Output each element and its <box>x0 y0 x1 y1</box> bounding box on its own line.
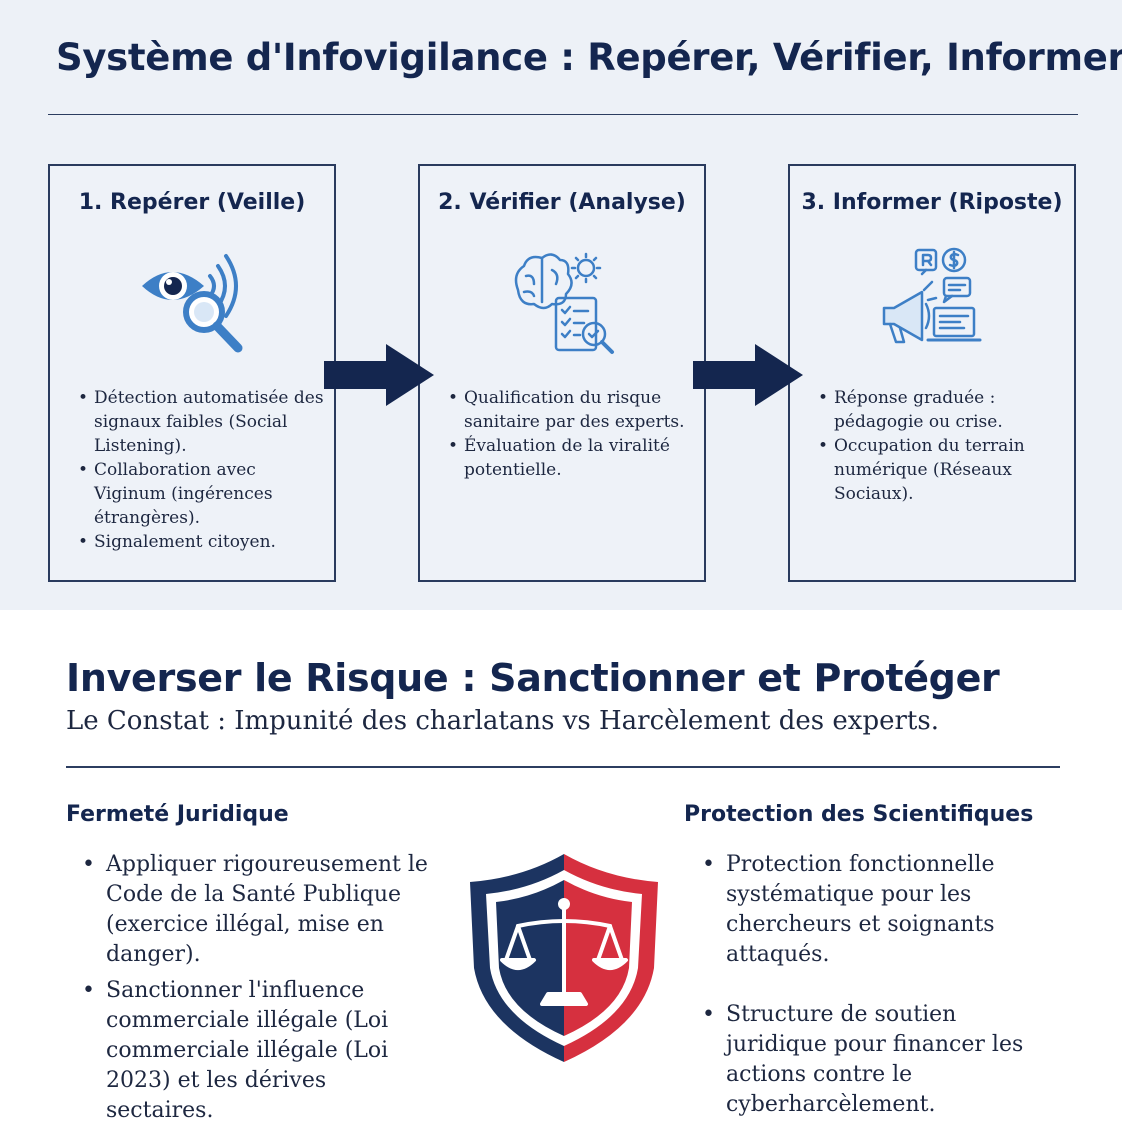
card-bullets: Détection automatisée des signaux faible… <box>76 386 326 554</box>
megaphone-laptop-icon <box>882 247 982 344</box>
column-list-left: Appliquer rigoureusement le Code de la S… <box>80 850 440 1132</box>
card-bullets: Réponse graduée : pédagogie ou crise. Oc… <box>816 386 1066 506</box>
card-verifier: 2. Vérifier (Analyse) Qualification du r… <box>418 164 706 582</box>
list-item: Structure de soutien juridique pour fina… <box>700 1000 1060 1120</box>
card-title: 2. Vérifier (Analyse) <box>438 190 686 215</box>
list-item: Signalement citoyen. <box>78 530 326 554</box>
flow-arrow-icon <box>324 344 434 406</box>
list-item: Détection automatisée des signaux faible… <box>78 386 326 458</box>
card-reperer: 1. Repérer (Veille) Détection automatisé… <box>48 164 336 582</box>
list-item: Protection fonctionnelle systématique po… <box>700 850 1060 970</box>
brain-checklist-icon <box>514 252 614 354</box>
card-title: 1. Repérer (Veille) <box>78 190 306 215</box>
card-title: 3. Informer (Riposte) <box>801 190 1063 215</box>
list-item: Qualification du risque sanitaire par de… <box>448 386 696 434</box>
justice-shield-icon <box>470 854 658 1062</box>
list-item: Évaluation de la viralité potentielle. <box>448 434 696 482</box>
list-item: Réponse graduée : pédagogie ou crise. <box>818 386 1066 434</box>
section-title: Inverser le Risque : Sanctionner et Prot… <box>66 656 1000 700</box>
list-item: Appliquer rigoureusement le Code de la S… <box>80 850 440 970</box>
section-subtitle: Le Constat : Impunité des charlatans vs … <box>66 706 939 736</box>
list-item: Occupation du terrain numérique (Réseaux… <box>818 434 1066 506</box>
card-informer: 3. Informer (Riposte) Réponse graduée : … <box>788 164 1076 582</box>
column-heading-left: Fermeté Juridique <box>66 802 289 827</box>
title-divider <box>48 114 1078 115</box>
page-title: Système d'Infovigilance : Repérer, Vérif… <box>56 36 1122 79</box>
flow-arrow-icon <box>693 344 803 406</box>
section-divider <box>66 766 1060 768</box>
eye-magnifier-signal-icon <box>142 254 243 353</box>
column-list-right: Protection fonctionnelle systématique po… <box>700 850 1060 1126</box>
list-item: Collaboration avec Viginum (ingérences é… <box>78 458 326 530</box>
list-item: Sanctionner l'influence commerciale illé… <box>80 976 440 1126</box>
card-bullets: Qualification du risque sanitaire par de… <box>446 386 696 482</box>
column-heading-right: Protection des Scientifiques <box>684 802 1034 827</box>
